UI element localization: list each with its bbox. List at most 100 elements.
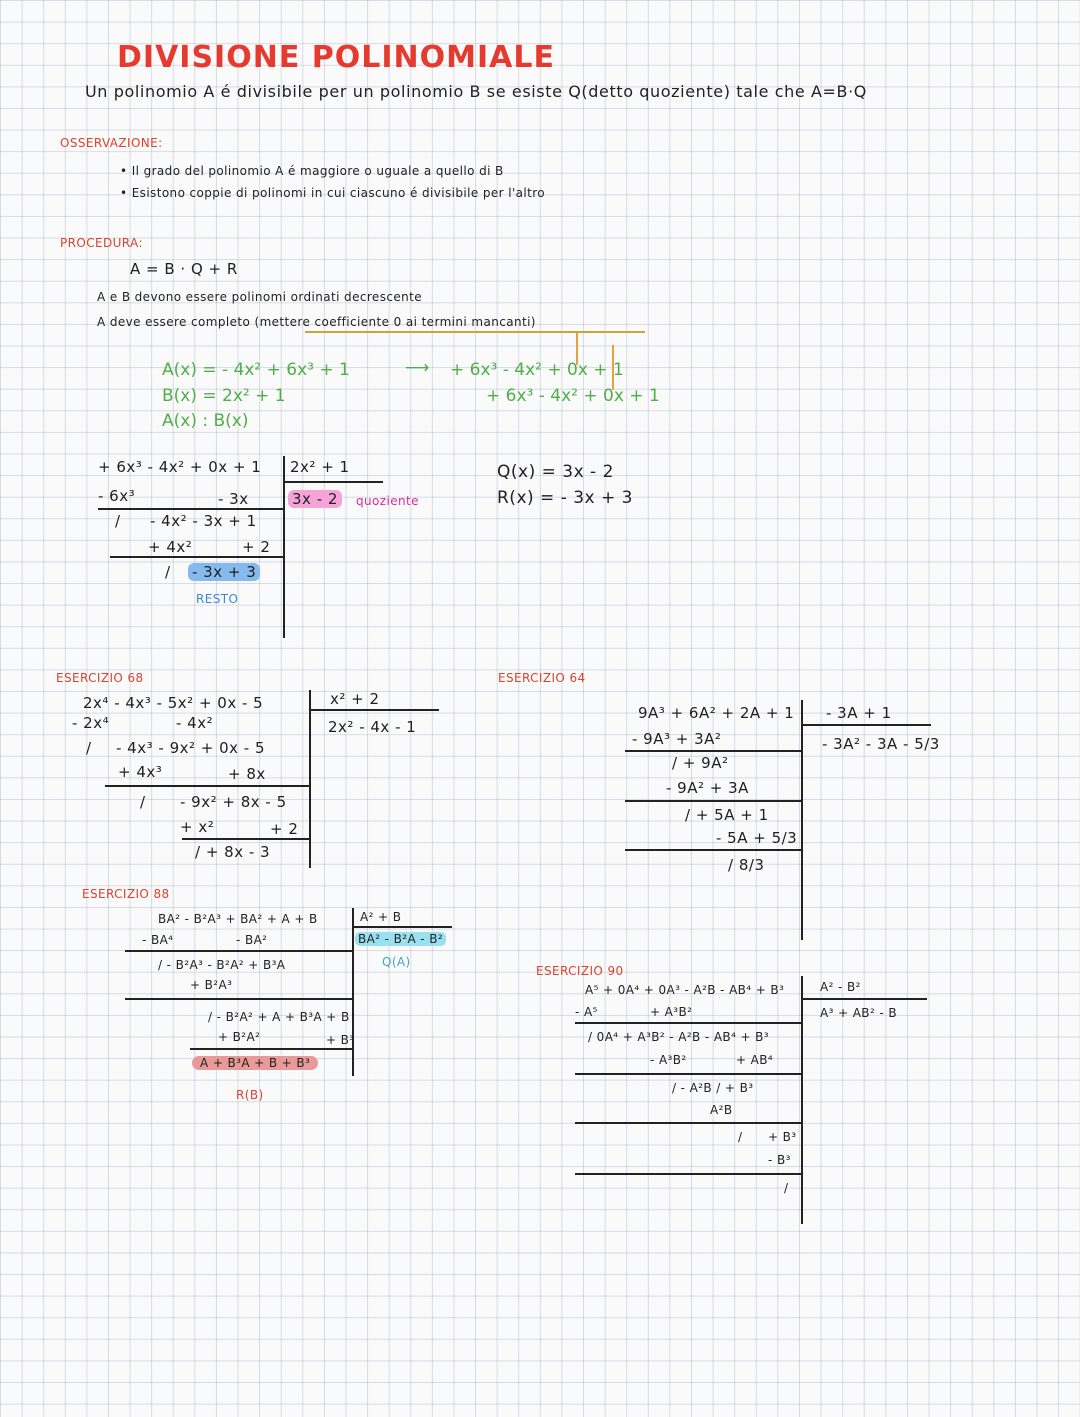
es68-l1b: - 4x² [176, 714, 214, 732]
es68-l3b: + 8x [228, 765, 266, 783]
division-bar [110, 556, 283, 558]
division-bar [801, 700, 803, 940]
arrow-down [612, 345, 614, 390]
r-result: R(x) = - 3x + 3 [497, 488, 633, 508]
intro-text: Un polinomio A é divisibile per un polin… [85, 82, 867, 101]
es88-l1b: - BA² [236, 933, 268, 947]
es68-divisor: x² + 2 [330, 690, 380, 708]
es64-l2: / + 9A² [672, 754, 729, 772]
ax-ordered: + 6x³ - 4x² + 0x + 1 [450, 360, 624, 380]
es88-divisor: A² + B [360, 910, 402, 924]
es88-l2: / - B²A³ - B²A² + B³A [158, 958, 286, 972]
es68-l3: + 4x³ [118, 763, 163, 781]
ex-r1: - 6x³ [98, 487, 136, 505]
es90-label: ESERCIZIO 90 [536, 964, 624, 978]
es68-l4a: / [140, 793, 146, 811]
es90-l3: - A³B² [650, 1053, 687, 1067]
bx-ordered: + 6x³ - 4x² + 0x + 1 [486, 386, 660, 406]
division-bar [309, 690, 311, 868]
ex-dividend: + 6x³ - 4x² + 0x + 1 [98, 458, 262, 476]
es88-dividend: BA² - B²A³ + BA² + A + B [158, 912, 318, 926]
ex-r3b: + 2 [242, 538, 271, 556]
es64-label: ESERCIZIO 64 [498, 671, 586, 685]
formula: A = B · Q + R [130, 260, 238, 278]
es90-quotient: A³ + AB² - B [820, 1006, 897, 1020]
division-bar [575, 1022, 801, 1024]
es90-l2: / 0A⁴ + A³B² - A²B - AB⁴ + B³ [588, 1030, 770, 1044]
es68-l4: - 9x² + 8x - 5 [180, 793, 287, 811]
division-bar [575, 1073, 801, 1075]
es68-dividend: 2x⁴ - 4x³ - 5x² + 0x - 5 [83, 694, 264, 712]
page-title: DIVISIONE POLINOMIALE [117, 40, 555, 75]
division-bar [801, 724, 931, 726]
es64-quotient: - 3A² - 3A - 5/3 [822, 735, 940, 753]
division-bar [125, 950, 352, 952]
es68-l5b: + 2 [270, 820, 299, 838]
underline [305, 331, 645, 333]
division-bar [352, 908, 354, 1076]
division-bar [575, 1173, 801, 1175]
division-bar [801, 976, 803, 1224]
es88-l1: - BA⁴ [142, 933, 174, 947]
division-bar [352, 926, 452, 928]
es64-l5: - 5A + 5/3 [716, 829, 798, 847]
es90-divisor: A² - B² [820, 980, 861, 994]
es68-l1: - 2x⁴ [72, 714, 110, 732]
arrow-right: ⟶ [405, 358, 430, 378]
es64-l1: - 9A³ + 3A² [632, 730, 722, 748]
div-expr: A(x) : B(x) [162, 411, 249, 431]
division-bar [309, 709, 439, 711]
ex-r3: + 4x² [148, 538, 193, 556]
es88-quotient: BA² - B²A - B² [355, 932, 447, 946]
es64-divisor: - 3A + 1 [826, 704, 892, 722]
rest-label: RESTO [196, 592, 239, 606]
osservazione-heading: OSSERVAZIONE: [60, 136, 163, 150]
es64-l3: - 9A² + 3A [666, 779, 749, 797]
division-bar [182, 838, 309, 840]
es88-l3: + B²A³ [190, 978, 233, 992]
bullet-2: • Esistono coppie di polinomi in cui cia… [120, 186, 546, 200]
es90-l8: / [784, 1181, 789, 1195]
division-bar [283, 456, 285, 638]
division-bar [625, 849, 801, 851]
rule-2: A deve essere completo (mettere coeffici… [97, 315, 536, 329]
ex-r2b: - 4x² - 3x + 1 [150, 512, 257, 530]
es68-quotient: 2x² - 4x - 1 [328, 718, 417, 736]
es88-l5: + B²A² [218, 1030, 261, 1044]
es90-l6a: / [738, 1130, 743, 1144]
es90-l1b: + A³B² [650, 1005, 693, 1019]
ax-expr: A(x) = - 4x² + 6x³ + 1 [162, 360, 350, 380]
es90-dividend: A⁵ + 0A⁴ + 0A³ - A²B - AB⁴ + B³ [585, 983, 785, 997]
quotient-label: quoziente [356, 494, 419, 508]
ex-rest: - 3x + 3 [188, 563, 261, 581]
ex-quotient: 3x - 2 [288, 490, 342, 508]
es90-l7: - B³ [768, 1153, 791, 1167]
division-bar [283, 481, 383, 483]
es68-l6: / + 8x - 3 [195, 843, 271, 861]
es68-l2: - 4x³ - 9x² + 0x - 5 [116, 739, 266, 757]
division-bar [575, 1122, 801, 1124]
es90-l3b: + AB⁴ [736, 1053, 774, 1067]
es68-l5: + x² [180, 818, 215, 836]
rule-1: A e B devono essere polinomi ordinati de… [97, 290, 423, 304]
division-bar [190, 1048, 352, 1050]
bx-expr: B(x) = 2x² + 1 [162, 386, 286, 406]
es90-l6: + B³ [768, 1130, 797, 1144]
division-bar [625, 800, 801, 802]
es90-l4: / - A²B / + B³ [672, 1081, 754, 1095]
es88-q-label: Q(A) [382, 955, 411, 969]
procedura-heading: PROCEDURA: [60, 236, 143, 250]
ex-r4: / [165, 563, 171, 581]
division-bar [625, 750, 801, 752]
division-bar [105, 785, 309, 787]
division-bar [125, 998, 352, 1000]
es88-rest: A + B³A + B + B³ [192, 1056, 319, 1070]
es68-l2a: / [86, 739, 92, 757]
q-result: Q(x) = 3x - 2 [497, 462, 614, 482]
es64-l4: / + 5A + 1 [685, 806, 769, 824]
arrow-down [576, 333, 578, 365]
ex-divisor: 2x² + 1 [290, 458, 350, 476]
bullet-1: • Il grado del polinomio A é maggiore o … [120, 164, 504, 178]
division-bar [801, 998, 927, 1000]
es88-label: ESERCIZIO 88 [82, 887, 170, 901]
